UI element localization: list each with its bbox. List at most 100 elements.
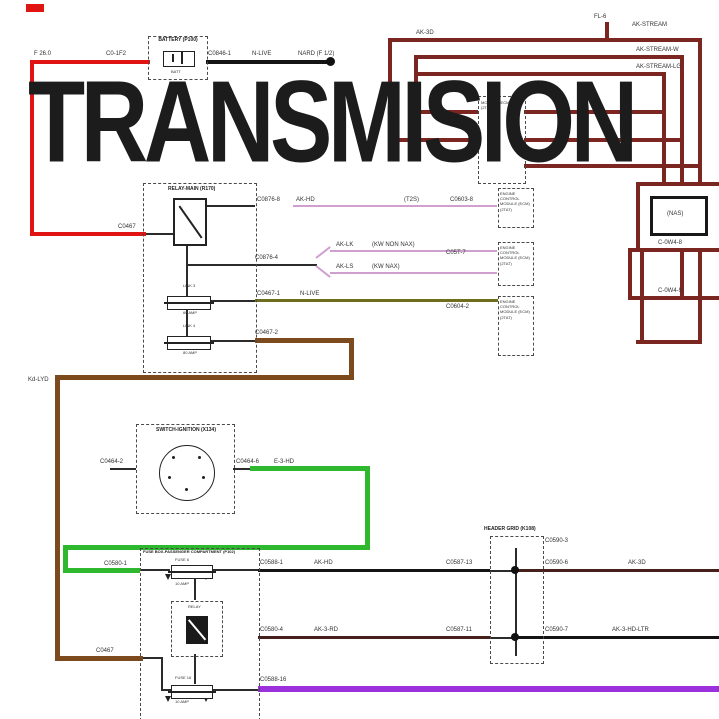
passenger-fusebox: FUSE BOX-PASSENGER COMPARTMENT (P102) FU… [140,548,260,719]
junction-dot [511,566,519,574]
fuse16-amp-label: 10 AMP [175,699,190,704]
wire-label: C0587-11 [446,627,472,633]
link4-amp-label: 80 AMP [183,350,198,355]
wire-label: AK-STREAM-W [636,47,679,53]
wire-label: E-3-HD [274,459,295,465]
maroon-out-v [628,248,632,300]
fusible-link3-icon [164,296,214,310]
fusebox-relay-box: RELAY [171,601,223,657]
header-stub-l1 [490,570,516,572]
maroon-module-right-2 [524,138,680,142]
wire-label: C0876-8 [257,197,281,203]
wire-label: C0467 [96,648,114,654]
fuse16-out [210,689,258,691]
wire-label: N-LIVE [252,51,272,57]
fusebox-relay-icon [186,616,208,644]
ignition-switch-icon [159,445,215,501]
relay-main-box: RELAY-MAIN (R170) LINK 3 60 AMP LINK 4 8… [143,183,257,373]
maroon-left-drop-1 [388,38,392,142]
wire-label: (KW NON NAX) [372,242,415,248]
relay-out-stub-2 [187,264,255,266]
flow-arrow-icon [165,696,171,702]
ignition-switch-box: SWITCH-IGNITION (X134) [136,424,235,514]
wire-label: AK-LK [336,242,354,248]
wire-label: AK-STREAM [632,22,668,28]
maroon-top-2 [414,55,684,59]
maroon-stub-fl6 [605,22,609,42]
fusible-link4-icon [164,336,214,350]
module-top-title: MODULE (ECM) (2TAT) [481,100,511,111]
wire-label: AK-LS [336,264,354,270]
maroon-module-left-2 [388,138,478,142]
brown-run-h3 [55,656,143,661]
wire-label: C0590-3 [545,538,569,544]
branch-stub [255,264,317,266]
link4-out-stub [208,340,255,342]
wire-label: AK-HD [296,197,315,203]
fusebox-title: FUSE BOX-PASSENGER COMPARTMENT (P102) [143,549,236,554]
nas-label: (NAS) [667,211,684,217]
module-top-box: MODULE (ECM) (2TAT) [478,96,526,184]
fusebox-bl-h2 [161,689,171,691]
battery-output [206,60,332,64]
fuse16-label: FUSE 16 [175,675,192,680]
wire-label: C0-1F2 [106,51,127,57]
wire-label: C0467-1 [257,291,281,297]
wire-label: AK-3-HD-LTR [612,627,649,633]
green-run-h2 [63,545,370,550]
fuse6-in [140,569,170,571]
wire-label: AK-STREAM-LG [636,64,682,70]
ecm3-box: ENGINE CONTROL MODULE (ECM) (2TAT) [498,296,534,356]
maroon-top-3 [414,72,666,76]
header-v [515,548,517,656]
flow-arrow-icon [203,696,209,702]
ecm1-box: ENGINE CONTROL MODULE (ECM) (2TAT) [498,188,534,228]
green-run-h1 [250,466,370,471]
maroon-bottom-h [636,340,702,344]
ignition-left-stub [110,468,136,470]
header-grid-title: HEADER GRID (K108) [484,526,536,532]
fuse6-icon [168,565,216,579]
fuse6-label: FUSE 6 [175,557,190,562]
ecm1-title: ENGINE CONTROL MODULE (ECM) (2TAT) [500,191,530,212]
wire-label: C0580-1 [104,561,128,567]
wire-label: C0846-1 [208,51,232,57]
flow-arrow-icon [165,574,171,580]
battery-icon [163,51,195,67]
brown-run-v2 [55,375,60,661]
ak-lk-wire [330,250,497,252]
wire-label: C0876-4 [255,255,279,261]
wire-label: AK-3-RD [314,627,339,633]
title-overlay: TRANSMISION [28,57,638,188]
wire-label: FL-6 [594,14,607,20]
ak-3rd-run [258,636,490,639]
wire-label: C-0W4-9 [658,288,683,294]
wire-label: C0587-13 [446,560,473,566]
brown-run-v1 [349,338,354,380]
wire-label: C0590-6 [545,560,569,566]
maroon-out-2 [628,296,719,300]
maroon-right-3 [662,72,666,184]
wire-label: C0580-4 [260,627,284,633]
maroon-module-left-1 [414,110,478,114]
fuse16-icon [168,685,216,699]
nas-module-outer: (NAS) [636,182,719,252]
wire-label: N-LIVE [300,291,320,297]
ignition-title: SWITCH-IGNITION (X134) [155,427,216,433]
wire-label: NARD (F 1/2) [298,51,335,57]
fuse6-out [210,569,258,571]
link3-amp-label: 60 AMP [183,310,198,315]
relay-drop-1 [194,576,196,600]
maroon-top-1 [388,38,702,42]
ecm3-title: ENGINE CONTROL MODULE (ECM) (2TAT) [500,299,530,320]
ak-hd-wire [293,205,497,207]
maroon-right-2 [680,55,684,300]
fusebox-bl-h [143,657,163,659]
wire-label: C-0W4-8 [658,240,683,246]
wire-label: C0467 [118,224,136,230]
red-left-riser [30,60,34,236]
green-run-v2 [63,545,68,573]
maroon-module-right-1 [524,110,662,114]
ak-hd-run [258,569,490,572]
